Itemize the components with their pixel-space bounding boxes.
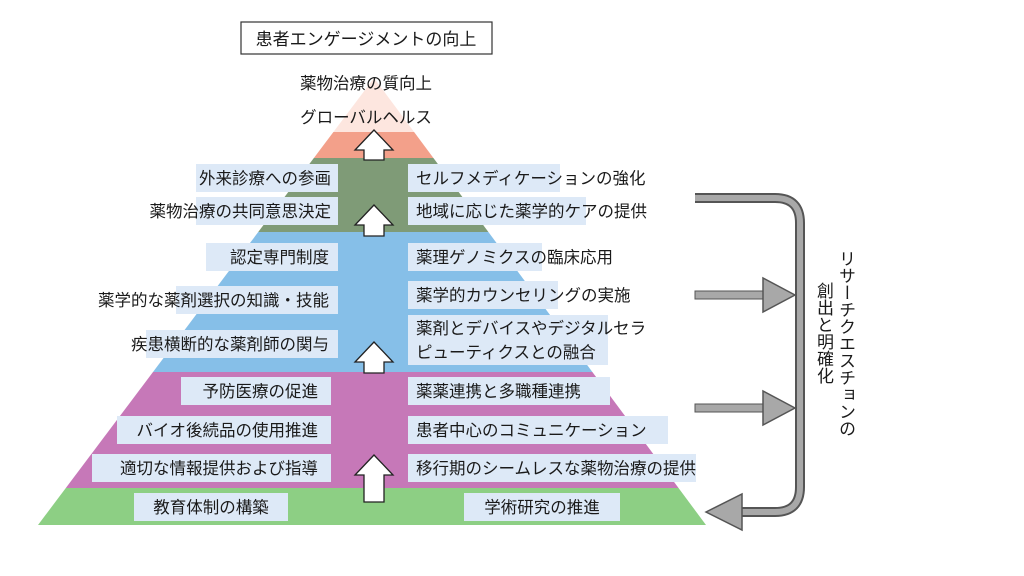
tier2-right-box-2 — [408, 197, 586, 225]
tier2-right-box-1 — [408, 164, 560, 192]
base-right-box — [464, 493, 620, 521]
tier4-right-label-3: 移行期のシームレスな薬物治療の提供 — [416, 459, 696, 478]
base-right-label: 学術研究の推進 — [484, 498, 600, 517]
apex-line-2: グローバルヘルス — [300, 108, 432, 127]
right-arrow-1 — [694, 276, 797, 314]
tier-apex — [38, 132, 706, 158]
tier4-left-box-1 — [181, 377, 331, 405]
tier4-right-label-2: 患者中心のコミュニケーション — [416, 421, 647, 440]
tier-apex-upper — [38, 78, 706, 132]
tier3-left-box-2 — [176, 286, 338, 314]
tier3-right-box-1 — [408, 243, 542, 271]
tier4-left-box-3 — [92, 454, 331, 482]
title-box — [240, 21, 493, 55]
tier4-left-label-3: 適切な情報提供および指導 — [120, 459, 318, 478]
up-arrow-1 — [353, 129, 395, 161]
tier3-right-label-3b: ピューティクスとの融合 — [416, 343, 596, 362]
base-left-box — [134, 493, 288, 521]
tier2-left-box-1 — [196, 164, 338, 192]
tier4-right-box-2 — [408, 416, 668, 444]
tier4-right-box-3 — [408, 454, 696, 482]
apex-line-1: 薬物治療の質向上 — [300, 74, 432, 93]
up-arrow-2 — [353, 204, 395, 237]
tier2-left-box-2 — [196, 197, 338, 225]
feedback-bracket — [695, 193, 805, 532]
tier3-right-label-3a: 薬剤とデバイスやデジタルセラ — [416, 318, 646, 338]
side-label-col-2: 創出と明確化 — [813, 282, 834, 384]
bracket-arrowhead — [704, 492, 743, 532]
right-arrow-2 — [694, 389, 797, 427]
tier4-right-box-1 — [408, 377, 610, 405]
up-arrow-3 — [353, 341, 395, 374]
tier3-left-box-1 — [206, 243, 338, 271]
tier3-left-box-3 — [146, 330, 338, 358]
tier4-left-box-2 — [117, 416, 331, 444]
tier4-left-label-1: 予防医療の促進 — [203, 382, 319, 401]
tier3-left-label-2: 薬学的な薬剤選択の知識・技能 — [98, 291, 329, 310]
up-arrow-4 — [353, 454, 395, 503]
tier4-left-label-2: バイオ後続品の使用推進 — [137, 421, 319, 440]
tier2-right-label-1: セルフメディケーションの強化 — [416, 168, 646, 188]
tier3-right-box-3 — [408, 315, 608, 365]
tier2-left-label-2: 薬物治療の共同意思決定 — [150, 202, 332, 221]
title-text: 患者エンゲージメントの向上 — [256, 30, 477, 50]
tier3-right-label-2: 薬学的カウンセリングの実施 — [416, 286, 631, 305]
tier2-right-label-2: 地域に応じた薬学的ケアの提供 — [416, 202, 647, 221]
tier3-left-label-3: 疾患横断的な薬剤師の関与 — [131, 335, 329, 354]
tier3-right-label-1: 薬理ゲノミクスの臨床応用 — [416, 248, 613, 267]
tier4-right-label-1: 薬薬連携と多職種連携 — [416, 382, 581, 401]
side-label-col-1: リサーチクエスチョンの — [835, 250, 855, 437]
tier3-right-box-2 — [408, 281, 558, 309]
tier2-left-label-1: 外来診療への参画 — [199, 169, 331, 188]
base-left-label: 教育体制の構築 — [153, 498, 269, 517]
tier3-left-label-1: 認定専門制度 — [230, 248, 329, 267]
